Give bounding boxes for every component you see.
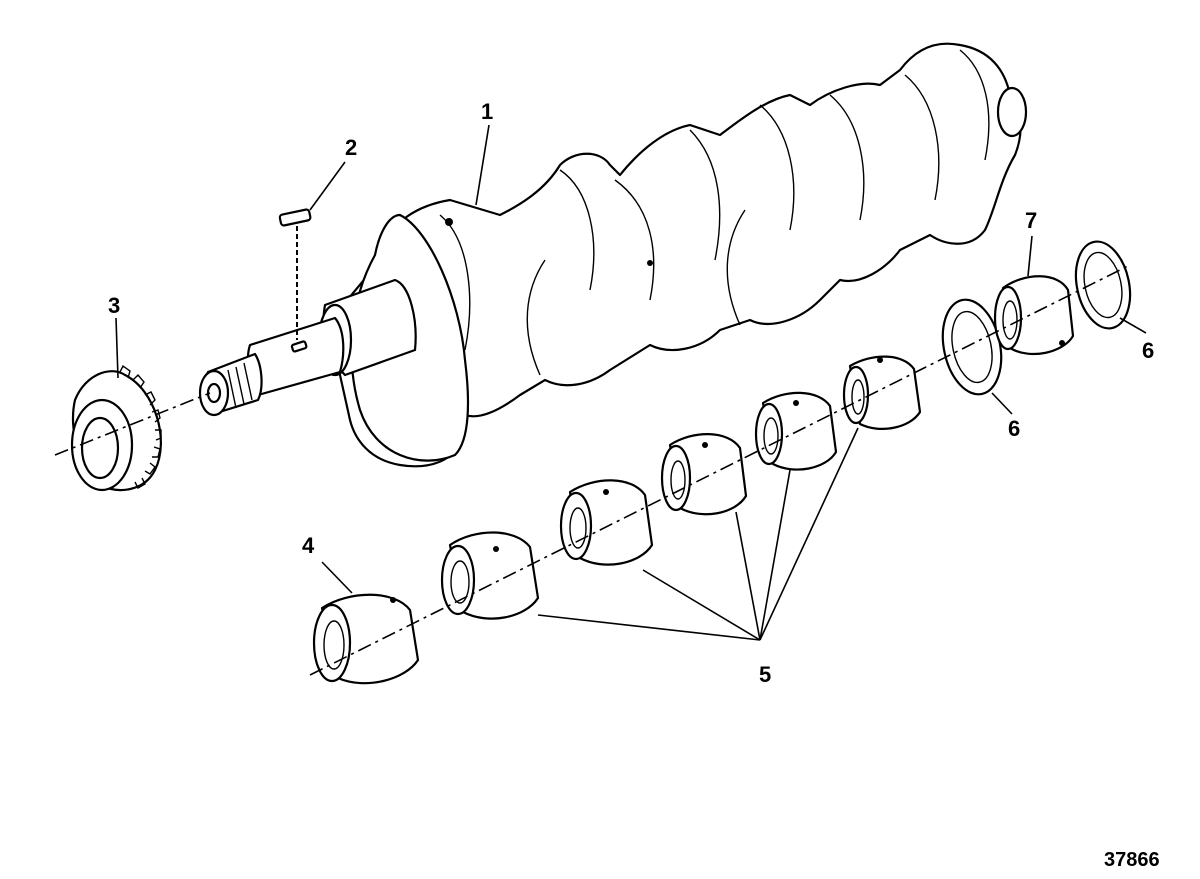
figure-number: 37866: [1104, 849, 1160, 871]
callout-5: 5: [759, 662, 772, 687]
callout-6-right: 6: [1142, 338, 1155, 363]
callout-2: 2: [345, 135, 358, 160]
leader-lines: [115, 124, 1147, 641]
thrust-bearing: [993, 275, 1075, 356]
crankshaft-gear: [70, 364, 162, 492]
crankshaft-key: [278, 208, 312, 340]
center-axis: [54, 392, 211, 456]
bearing-main-1: [440, 531, 540, 620]
bearing-axis: [309, 264, 1131, 676]
callout-1: 1: [481, 99, 494, 124]
bearing-main-5: [842, 355, 922, 430]
bearing-main-3: [660, 433, 748, 516]
thrust-washer-right: [1074, 240, 1132, 330]
callout-6-left: 6: [1008, 416, 1021, 441]
callout-7: 7: [1025, 208, 1038, 233]
bearing-rear: [312, 593, 420, 685]
callout-3: 3: [108, 293, 121, 318]
crankshaft: [198, 42, 1028, 468]
bearing-main-2: [559, 479, 654, 566]
callout-4: 4: [302, 533, 315, 558]
